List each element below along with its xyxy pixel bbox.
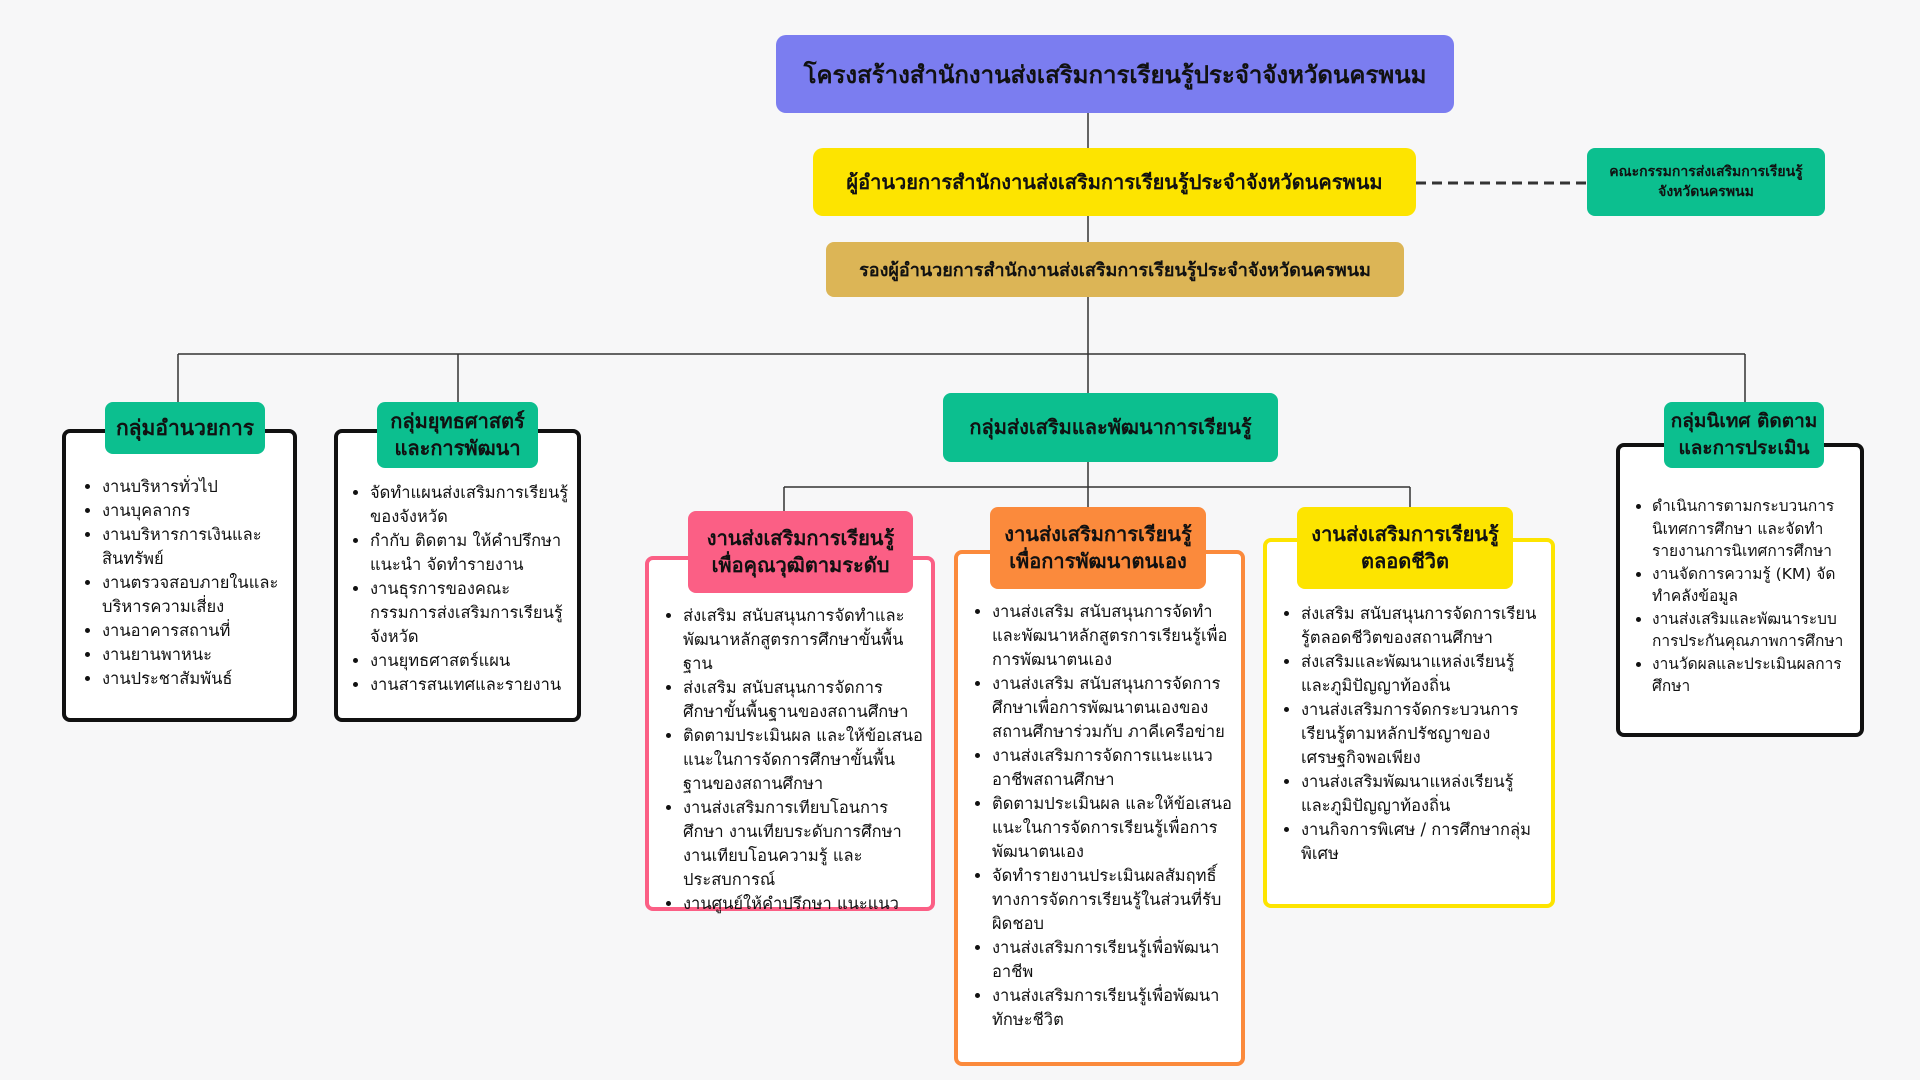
selfdev-work-title-line2: เพื่อการพัฒนาตนเอง xyxy=(1009,549,1187,573)
list-item: งานบริหารทั่วไป xyxy=(102,475,283,499)
list-item: ส่งเสริมและพัฒนาแหล่งเรียนรู้และภูมิปัญญ… xyxy=(1301,650,1543,698)
committee-title-line1: คณะกรรมการส่งเสริมการเรียนรู้ xyxy=(1609,164,1803,180)
selfdev-work-title-line1: งานส่งเสริมการเรียนรู้ xyxy=(1004,522,1192,546)
list-item: ติดตามประเมินผล และให้ข้อเสนอแนะในการจัด… xyxy=(992,792,1233,864)
lifelong-work-panel: ส่งเสริม สนับสนุนการจัดการเรียนรู้ตลอดชี… xyxy=(1263,538,1555,908)
supervision-task-list: ดำเนินการตามกระบวนการนิเทศการศึกษา และจั… xyxy=(1626,495,1852,698)
lifelong-work-title-line2: ตลอดชีวิต xyxy=(1360,549,1450,573)
supervision-group-panel: ดำเนินการตามกระบวนการนิเทศการศึกษา และจั… xyxy=(1616,443,1864,737)
director-box: ผู้อำนวยการสำนักงานส่งเสริมการเรียนรู้ปร… xyxy=(813,148,1416,216)
lifelong-task-list: ส่งเสริม สนับสนุนการจัดการเรียนรู้ตลอดชี… xyxy=(1275,602,1543,866)
strategy-group-title-line1: กลุ่มยุทธศาสตร์ xyxy=(390,409,525,433)
list-item: งานธุรการของคณะกรรมการส่งเสริมการเรียนรู… xyxy=(370,577,571,649)
list-item: งานส่งเสริม สนับสนุนการจัดการศึกษาเพื่อก… xyxy=(992,672,1233,744)
list-item: จัดทำแผนส่งเสริมการเรียนรู้ของจังหวัด xyxy=(370,481,571,529)
list-item: ดำเนินการตามกระบวนการนิเทศการศึกษา และจั… xyxy=(1652,495,1852,563)
selfdev-work-panel: งานส่งเสริม สนับสนุนการจัดทำและพัฒนาหลัก… xyxy=(954,550,1245,1066)
list-item: งานส่งเสริมและพัฒนาระบบการประกันคุณภาพกา… xyxy=(1652,608,1852,653)
list-item: งานส่งเสริม สนับสนุนการจัดทำและพัฒนาหลัก… xyxy=(992,600,1233,672)
qualification-work-header: งานส่งเสริมการเรียนรู้ เพื่อคุณวุฒิตามระ… xyxy=(688,511,913,593)
committee-box: คณะกรรมการส่งเสริมการเรียนรู้ จังหวัดนคร… xyxy=(1587,148,1825,216)
qualification-work-panel: ส่งเสริม สนับสนุนการจัดทำและพัฒนาหลักสูต… xyxy=(645,556,935,913)
promotion-group-header: กลุ่มส่งเสริมและพัฒนาการเรียนรู้ xyxy=(943,393,1278,462)
list-item: งานตรวจสอบภายในและบริหารความเสี่ยง xyxy=(102,571,283,619)
committee-title-line2: จังหวัดนครพนม xyxy=(1658,184,1754,200)
selfdev-work-header: งานส่งเสริมการเรียนรู้ เพื่อการพัฒนาตนเอ… xyxy=(990,507,1206,589)
list-item: งานกิจการพิเศษ / การศึกษากลุ่มพิเศษ xyxy=(1301,818,1543,866)
qualification-work-title-line2: เพื่อคุณวุฒิตามระดับ xyxy=(711,553,890,577)
list-item: งานส่งเสริมการเรียนรู้เพื่อพัฒนาทักษะชีว… xyxy=(992,984,1233,1032)
list-item: ส่งเสริม สนับสนุนการจัดการศึกษาขั้นพื้นฐ… xyxy=(683,676,923,724)
list-item: งานส่งเสริมการจัดการแนะแนวอาชีพสถานศึกษา xyxy=(992,744,1233,792)
admin-group-title: กลุ่มอำนวยการ xyxy=(115,415,255,440)
list-item: งานส่งเสริมการจัดกระบวนการเรียนรู้ตามหลั… xyxy=(1301,698,1543,770)
admin-task-list: งานบริหารทั่วไป งานบุคลากร งานบริหารการเ… xyxy=(76,475,283,691)
list-item: งานวัดผลและประเมินผลการศึกษา xyxy=(1652,653,1852,698)
list-item: งานส่งเสริมพัฒนาแหล่งเรียนรู้และภูมิปัญญ… xyxy=(1301,770,1543,818)
strategy-group-header: กลุ่มยุทธศาสตร์ และการพัฒนา xyxy=(377,402,538,468)
list-item: งานส่งเสริมการเทียบโอนการศึกษา งานเทียบร… xyxy=(683,796,923,892)
admin-group-panel: งานบริหารทั่วไป งานบุคลากร งานบริหารการเ… xyxy=(62,429,297,722)
list-item: จัดทำรายงานประเมินผลสัมฤทธิ์ทางการจัดการ… xyxy=(992,864,1233,936)
supervision-group-header: กลุ่มนิเทศ ติดตาม และการประเมิน xyxy=(1664,402,1824,468)
admin-group-header: กลุ่มอำนวยการ xyxy=(105,402,265,454)
list-item: งานบริหารการเงินและสินทรัพย์ xyxy=(102,523,283,571)
strategy-group-title-line2: และการพัฒนา xyxy=(394,436,521,460)
supervision-group-title-line1: กลุ่มนิเทศ ติดตาม xyxy=(1670,410,1818,432)
promotion-group-title: กลุ่มส่งเสริมและพัฒนาการเรียนรู้ xyxy=(969,415,1252,439)
list-item: งานยุทธศาสตร์แผน xyxy=(370,649,571,673)
list-item: ส่งเสริม สนับสนุนการจัดการเรียนรู้ตลอดชี… xyxy=(1301,602,1543,650)
list-item: งานยานพาหนะ xyxy=(102,643,283,667)
qualification-task-list: ส่งเสริม สนับสนุนการจัดทำและพัฒนาหลักสูต… xyxy=(657,604,923,916)
strategy-task-list: จัดทำแผนส่งเสริมการเรียนรู้ของจังหวัด กำ… xyxy=(344,481,571,697)
list-item: งานจัดการความรู้ (KM) จัดทำคลังข้อมูล xyxy=(1652,563,1852,608)
list-item: กำกับ ติดตาม ให้คำปรึกษา แนะนำ จัดทำรายง… xyxy=(370,529,571,577)
qualification-work-title-line1: งานส่งเสริมการเรียนรู้ xyxy=(706,526,895,550)
lifelong-work-title-line1: งานส่งเสริมการเรียนรู้ xyxy=(1311,522,1499,546)
list-item: งานสารสนเทศและรายงาน xyxy=(370,673,571,697)
list-item: งานส่งเสริมการเรียนรู้เพื่อพัฒนาอาชีพ xyxy=(992,936,1233,984)
list-item: ติดตามประเมินผล และให้ข้อเสนอแนะในการจัด… xyxy=(683,724,923,796)
lifelong-work-header: งานส่งเสริมการเรียนรู้ ตลอดชีวิต xyxy=(1297,507,1513,589)
list-item: งานศูนย์ให้คำปรึกษา แนะแนว xyxy=(683,892,923,916)
supervision-group-title-line2: และการประเมิน xyxy=(1678,437,1810,459)
page-title: โครงสร้างสำนักงานส่งเสริมการเรียนรู้ประจ… xyxy=(776,35,1454,113)
list-item: งานอาคารสถานที่ xyxy=(102,619,283,643)
strategy-group-panel: จัดทำแผนส่งเสริมการเรียนรู้ของจังหวัด กำ… xyxy=(334,429,581,722)
list-item: งานประชาสัมพันธ์ xyxy=(102,667,283,691)
deputy-director-box: รองผู้อำนวยการสำนักงานส่งเสริมการเรียนรู… xyxy=(826,242,1404,297)
list-item: ส่งเสริม สนับสนุนการจัดทำและพัฒนาหลักสูต… xyxy=(683,604,923,676)
list-item: งานบุคลากร xyxy=(102,499,283,523)
selfdev-task-list: งานส่งเสริม สนับสนุนการจัดทำและพัฒนาหลัก… xyxy=(966,600,1233,1032)
